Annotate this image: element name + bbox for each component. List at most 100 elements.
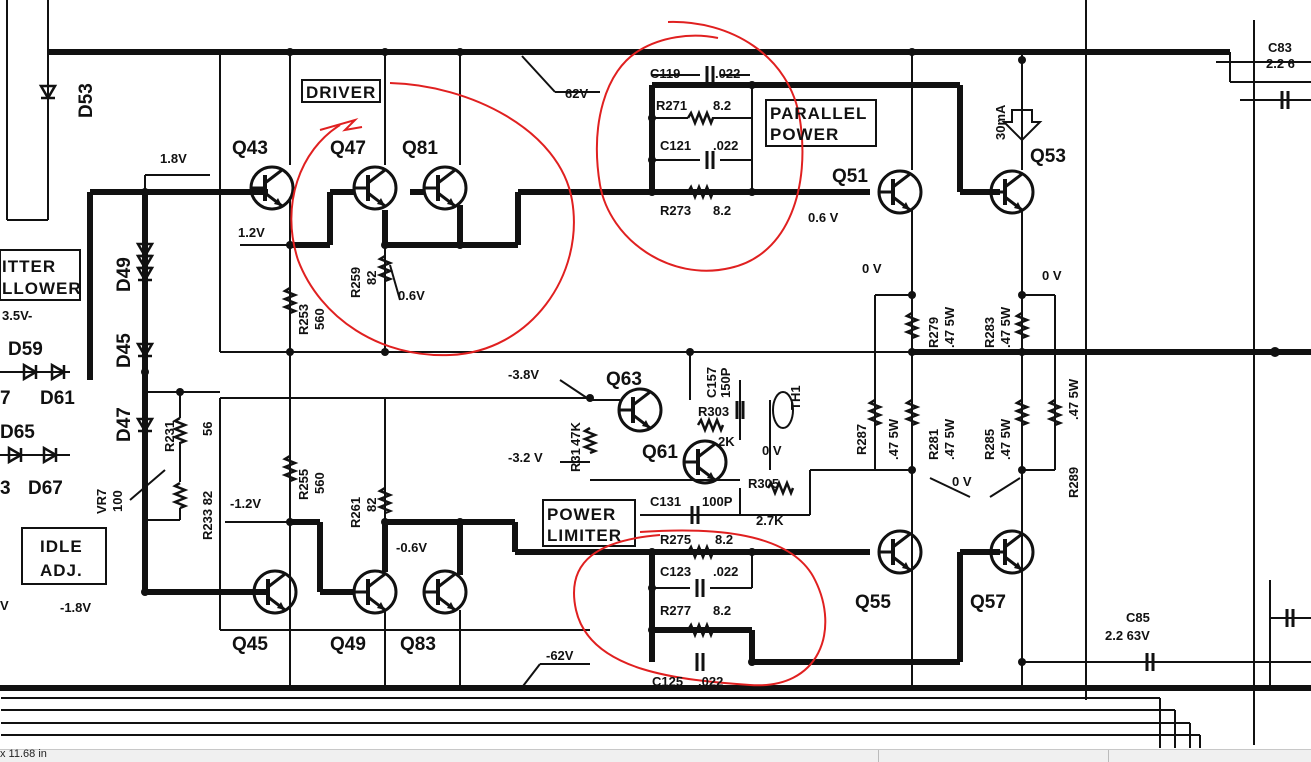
label-r255: R255 [296, 469, 311, 500]
label-v62: 62V [565, 86, 588, 101]
label-c121: C121 [660, 138, 691, 153]
label-r253: R253 [296, 304, 311, 335]
label-r303-val: 2K [718, 434, 735, 449]
label-d49: D49 [114, 257, 135, 292]
label-q63: Q63 [606, 369, 642, 390]
label-driver: DRIVER [306, 83, 376, 102]
mid-lines [219, 52, 1311, 631]
label-c119-val: .022 [715, 66, 740, 81]
label-q55: Q55 [855, 592, 891, 613]
label-v-partial: V [0, 598, 9, 613]
label-three: 3 [0, 478, 11, 499]
label-emitter-2: LLOWER [2, 279, 82, 298]
red-circle-limiter [573, 529, 827, 687]
label-r273: R273 [660, 203, 691, 218]
label-idle-2: ADJ. [40, 561, 83, 580]
label-r281: R281 [926, 429, 941, 460]
label-c157-val: 150P [718, 367, 733, 398]
text-labels: DRIVER PARALLEL POWER POWER LIMITER IDLE… [0, 40, 1295, 689]
frame-lines [1, 0, 1255, 748]
label-c83: C83 [1268, 40, 1292, 55]
label-emitter-3: 3.5V- [2, 308, 32, 323]
label-v06a: 0.6V [398, 288, 425, 303]
label-r305: R305 [748, 476, 779, 491]
label-d65: D65 [0, 422, 35, 443]
status-dimensions: x 11.68 in [0, 748, 47, 760]
label-r303: R303 [698, 404, 729, 419]
label-r271-val: 8.2 [713, 98, 731, 113]
label-r279-val: .47 5W [942, 306, 957, 348]
label-c119: C119 [650, 66, 680, 81]
label-seven: 7 [0, 388, 11, 409]
label-th1: TH1 [788, 385, 803, 410]
label-vm18: -1.8V [60, 600, 91, 615]
red-circle-parallel [596, 20, 804, 272]
junction-dots [141, 48, 1026, 666]
label-r281-val: .47 5W [942, 418, 957, 460]
bias-column [0, 174, 268, 595]
parallel-power [649, 64, 1000, 199]
label-r273-val: 8.2 [713, 203, 731, 218]
power-limiter [542, 352, 912, 547]
label-v0a: 0 V [862, 261, 882, 276]
label-v06b: 0.6 V [808, 210, 839, 225]
label-vr7: VR7 [94, 489, 109, 514]
label-v38: -3.8V [508, 367, 539, 382]
label-d61: D61 [40, 388, 75, 409]
label-idle-1: IDLE [40, 537, 83, 556]
label-d45: D45 [114, 333, 135, 368]
label-c125: C125 [652, 674, 683, 689]
label-r289: R289 [1066, 467, 1081, 498]
label-v0d: 0 V [952, 474, 972, 489]
label-r275-val: 8.2 [715, 532, 733, 547]
label-c125-val: .022 [698, 674, 723, 689]
label-q83: Q83 [400, 634, 436, 655]
label-r231-val: 56 [200, 422, 215, 436]
status-bar: x 11.68 in [0, 748, 1311, 762]
label-v0b: 0 V [1042, 268, 1062, 283]
label-c157: C157 [704, 367, 719, 398]
status-divider [878, 750, 879, 762]
label-power-2: LIMITER [547, 526, 622, 545]
label-q43: Q43 [232, 138, 268, 159]
label-parallel-2: POWER [770, 125, 839, 144]
label-q45: Q45 [232, 634, 268, 655]
label-vm12: -1.2V [230, 496, 261, 511]
label-q49: Q49 [330, 634, 366, 655]
label-r279: R279 [926, 317, 941, 348]
label-v32: -3.2 V [508, 450, 543, 465]
label-d59: D59 [8, 339, 43, 360]
label-r275: R275 [660, 532, 691, 547]
label-c85-val: 2.2 63V [1105, 628, 1150, 643]
red-tick-driver [319, 117, 363, 132]
label-r231: R231 [162, 421, 177, 452]
label-q53: Q53 [1030, 146, 1066, 167]
red-circle-driver [290, 82, 575, 357]
label-vm62: -62V [546, 648, 574, 663]
red-annotations [290, 20, 827, 687]
label-emitter-1: ITTER [2, 257, 56, 276]
label-r259: R259 [348, 267, 363, 298]
label-r233: R233 82 [200, 491, 215, 540]
label-d67: D67 [28, 478, 63, 499]
label-q57: Q57 [970, 592, 1006, 613]
label-r253-val: 560 [312, 308, 327, 330]
label-r283-val: .47 5W [998, 306, 1013, 348]
label-q81: Q81 [402, 138, 438, 159]
label-c123-val: .022 [713, 564, 738, 579]
label-c123: C123 [660, 564, 691, 579]
label-r313-val: 47K [568, 422, 583, 446]
label-r305-val: 2.7K [756, 513, 784, 528]
label-r283: R283 [982, 317, 997, 348]
label-r287: R287 [854, 424, 869, 455]
label-power-1: POWER [547, 505, 616, 524]
label-q47: Q47 [330, 138, 366, 159]
label-v12: 1.2V [238, 225, 265, 240]
label-r277-val: 8.2 [713, 603, 731, 618]
label-d47: D47 [114, 407, 135, 442]
label-vm06: -0.6V [396, 540, 427, 555]
label-c131: C131 [650, 494, 681, 509]
label-r285-val: .47 5W [998, 418, 1013, 460]
label-d53: D53 [76, 83, 97, 118]
label-c83-val: 2.2 6 [1266, 56, 1295, 71]
